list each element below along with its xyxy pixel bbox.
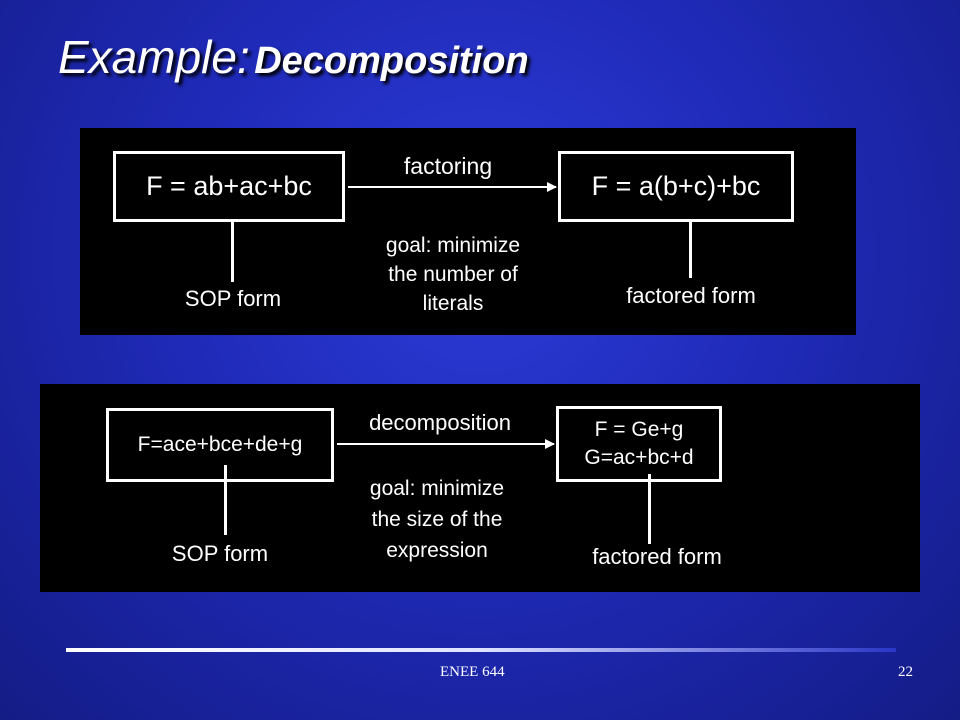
factoring-label: factoring — [403, 153, 493, 179]
factored-form-caption: factored form — [626, 283, 756, 308]
goal-line: literals — [422, 292, 484, 315]
sop-expression-box: F = ab+ac+bc — [113, 151, 345, 222]
title-sub: Decomposition — [254, 40, 529, 82]
goal-line: the number of — [388, 263, 518, 286]
goal-line: the size of the — [371, 508, 503, 531]
sop-expression: F = ab+ac+bc — [146, 171, 312, 201]
sop-connector-line — [231, 222, 234, 282]
slide-title: Example: Decomposition — [58, 30, 529, 84]
decomposition-goal: goal: minimize the size of the expressio… — [332, 473, 542, 566]
footer-divider — [66, 648, 896, 652]
decomposed-expression-box: F = Ge+g G=ac+bc+d — [556, 406, 722, 482]
factored-expression-box: F = a(b+c)+bc — [558, 151, 794, 222]
sop-expression-box-2: F=ace+bce+de+g — [106, 408, 334, 482]
factored-connector-line-2 — [648, 474, 651, 544]
factored-connector-line — [689, 222, 692, 278]
sop-form-caption-2: SOP form — [171, 541, 269, 566]
factored-form-caption-2: factored form — [592, 544, 722, 569]
factoring-panel — [80, 128, 856, 335]
decomposition-panel — [40, 384, 920, 592]
page-number: 22 — [898, 664, 913, 680]
decomposition-label: decomposition — [369, 410, 511, 435]
sop-connector-line-2 — [224, 465, 227, 535]
decomposed-line: G=ac+bc+d — [584, 446, 694, 469]
footer-course: ENEE 644 — [440, 664, 505, 680]
title-main: Example: — [58, 31, 250, 83]
goal-line: expression — [386, 539, 488, 562]
factored-expression: F = a(b+c)+bc — [591, 171, 761, 201]
goal-line: goal: minimize — [369, 477, 505, 500]
goal-line: goal: minimize — [385, 234, 521, 257]
sop-expression-2: F=ace+bce+de+g — [137, 433, 303, 456]
decomposed-line: F = Ge+g — [594, 418, 684, 441]
factoring-goal: goal: minimize the number of literals — [348, 231, 558, 318]
sop-form-caption: SOP form — [184, 286, 282, 311]
